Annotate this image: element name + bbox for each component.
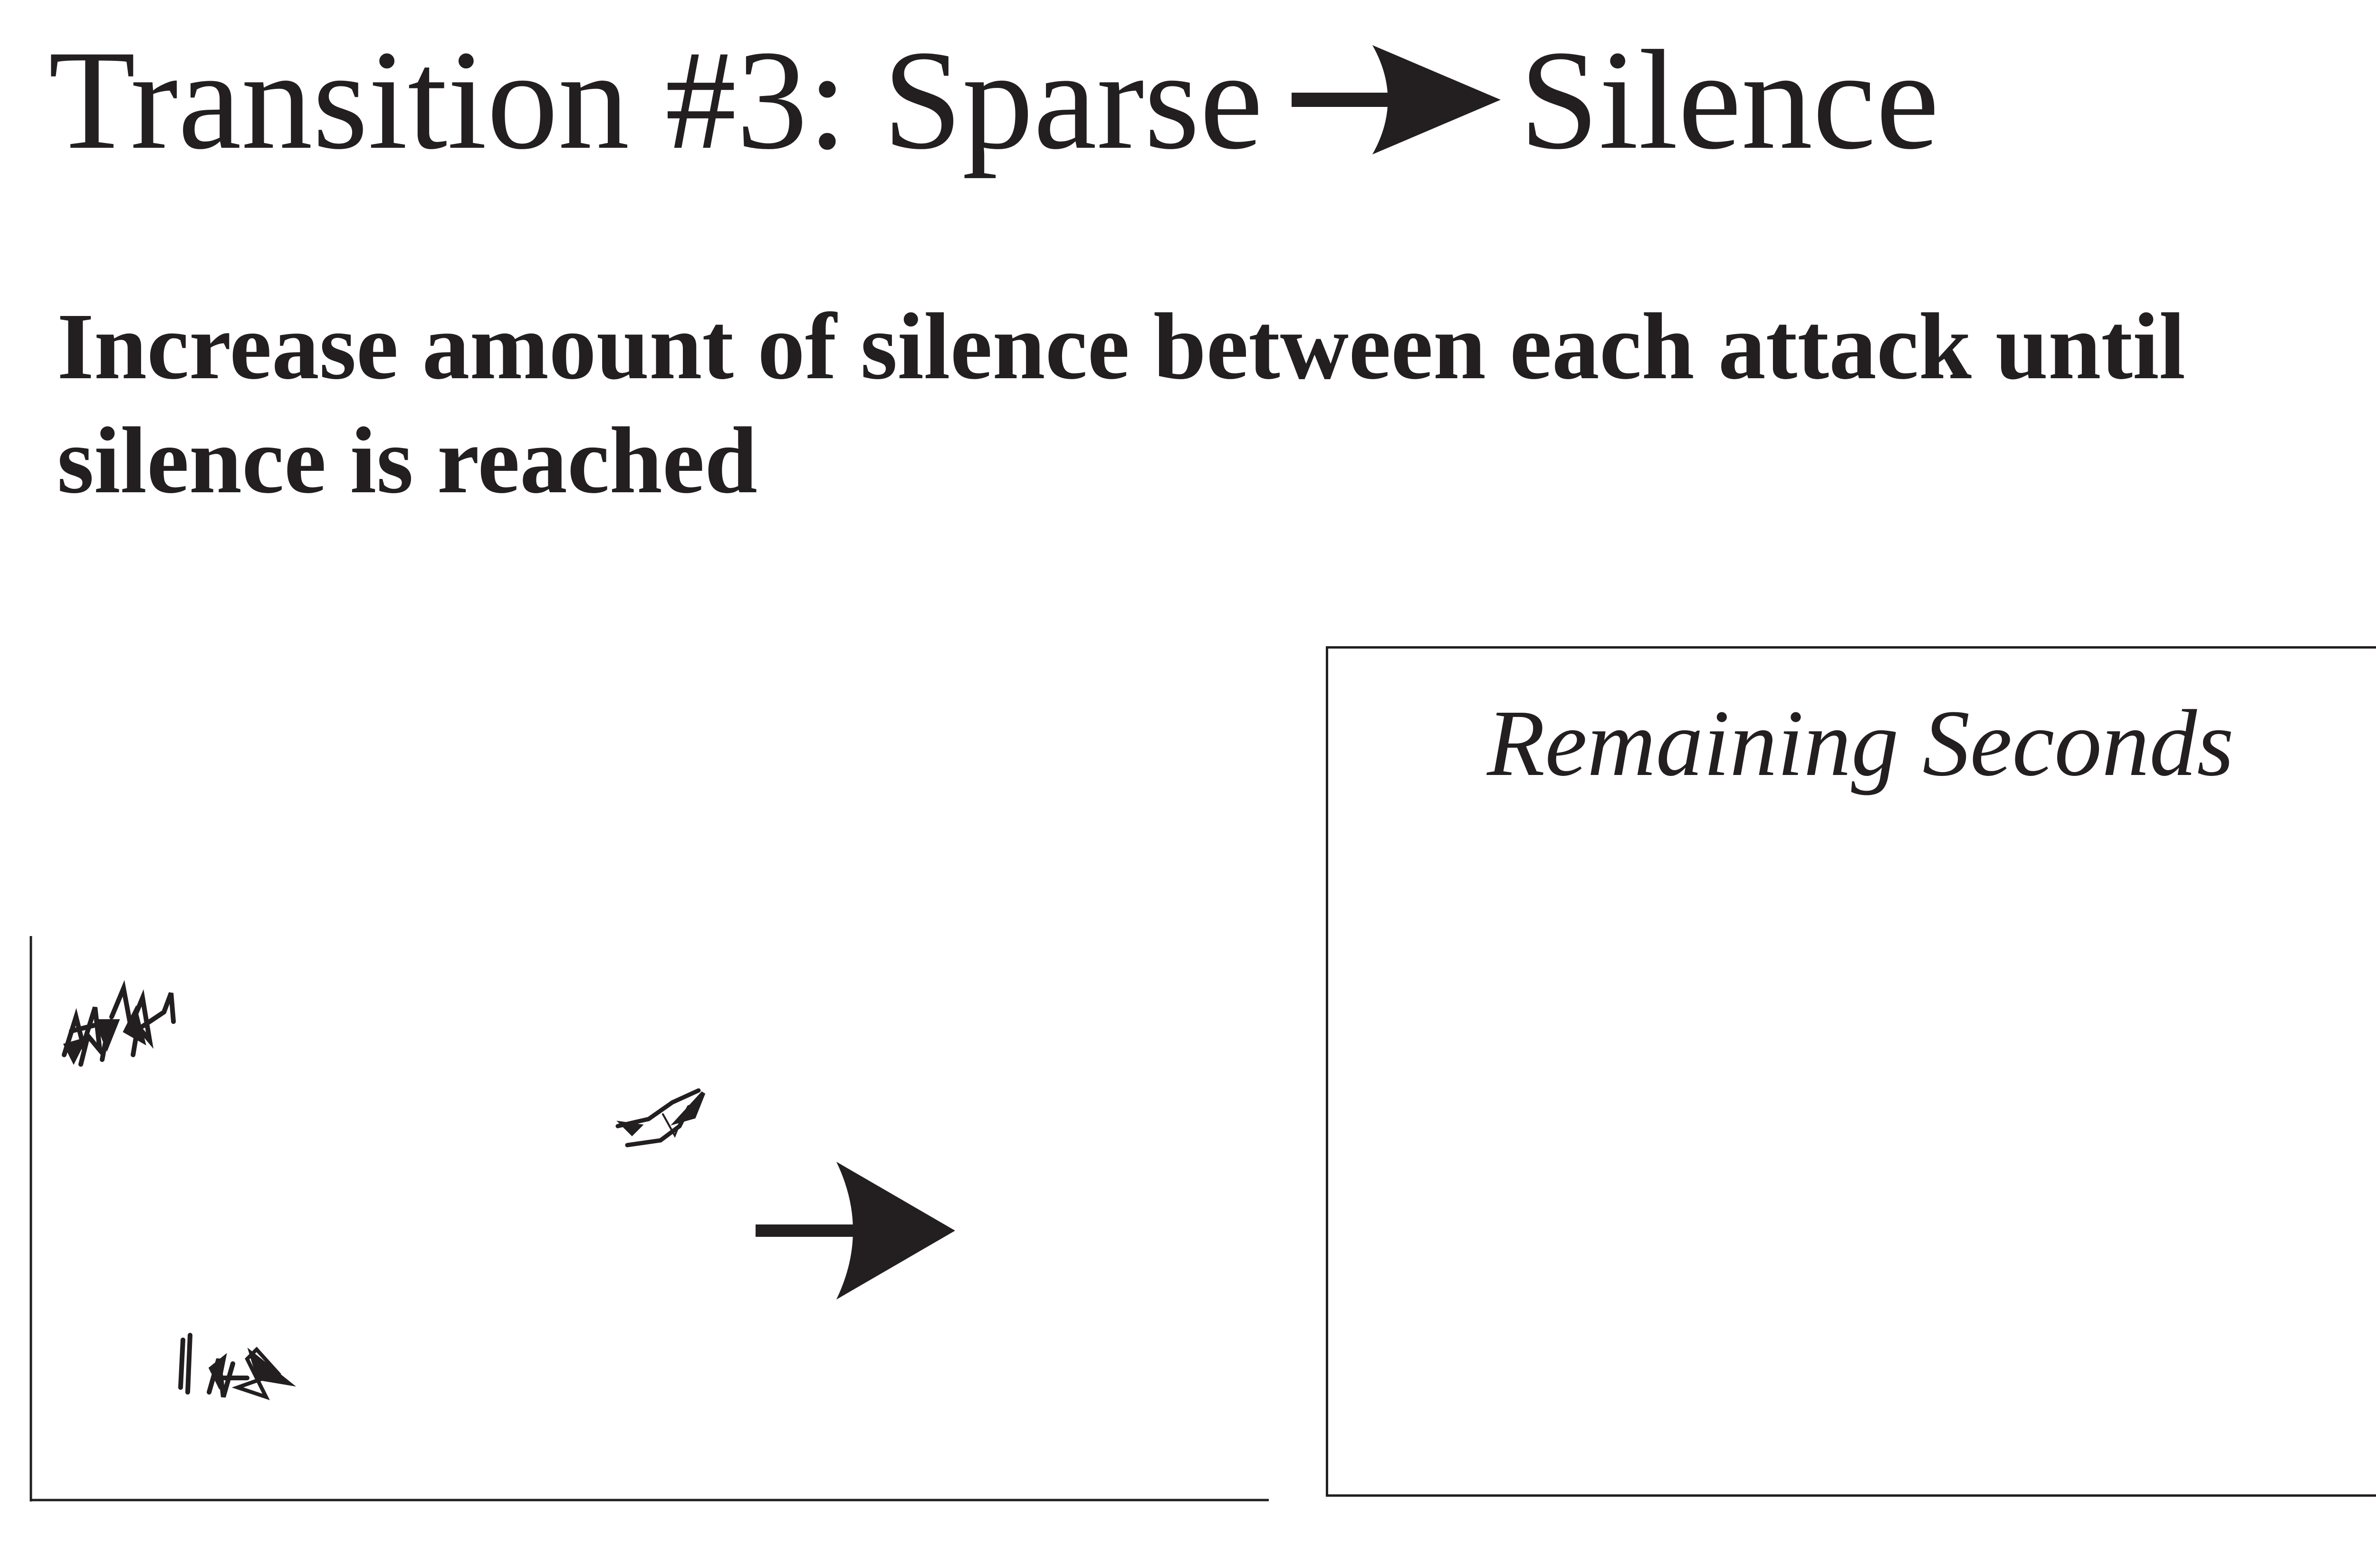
instruction-text: Increase amount of silence between each … [57, 294, 2186, 513]
right-arrow-icon [1291, 45, 1501, 154]
remaining-seconds-box: Remaining Seconds [1326, 646, 2376, 1497]
scribble-glyph-icon [178, 1333, 297, 1400]
title-prefix: Transition #3: Sparse [48, 21, 1263, 179]
title-suffix: Silence [1519, 21, 1939, 179]
sparse-graphic [0, 903, 1293, 1520]
right-arrow-icon [756, 1162, 955, 1300]
scribble-glyph-icon [62, 980, 176, 1067]
scribble-glyph-icon [615, 1088, 706, 1147]
page-title: Transition #3: Sparse Silence [48, 24, 1939, 176]
sparse-graphic-canvas [29, 936, 1269, 1501]
remaining-seconds-label: Remaining Seconds [1487, 691, 2234, 796]
